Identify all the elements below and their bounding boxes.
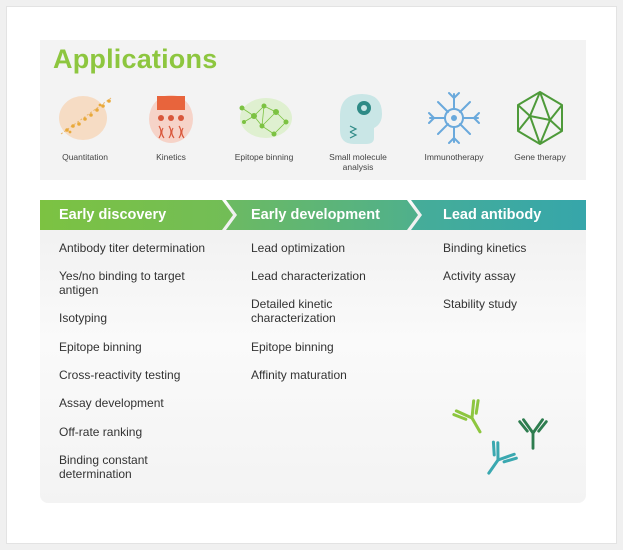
early-discovery-item: Epitope binning <box>59 340 142 354</box>
early-development-item: Epitope binning <box>251 340 334 354</box>
early-development-item: Lead optimization <box>251 241 346 255</box>
app-label-quantitation: Quantitation <box>62 152 108 162</box>
gene-therapy-icon <box>517 91 563 145</box>
app-epitope-binning: Epitope binning <box>219 86 309 162</box>
stage-label-early-discovery: Early discovery <box>59 207 167 223</box>
app-quantitation: Quantitation <box>40 86 130 162</box>
epitope-binning-icon <box>239 98 292 138</box>
stage-chevron-early-development <box>226 200 418 230</box>
stage-chevron-bar <box>40 200 586 230</box>
quantitation-icon <box>59 96 112 140</box>
early-development-item: Lead characterization <box>251 269 366 283</box>
early-development-item: Detailed kinetic characterization <box>251 297 336 325</box>
small-molecule-icon <box>340 94 382 144</box>
app-kinetics: Kinetics <box>126 86 216 162</box>
early-discovery-item: Binding constant determination <box>59 453 148 481</box>
early-discovery-item: Isotyping <box>59 311 108 325</box>
lead-antibody-item: Stability study <box>443 297 518 311</box>
antibody-teal-icon <box>487 440 518 475</box>
app-label-immunotherapy: Immunotherapy <box>424 152 484 162</box>
antibody-dark-green-icon <box>518 418 548 450</box>
immunotherapy-icon <box>428 92 480 144</box>
app-gene-therapy: Gene therapy <box>495 86 585 162</box>
kinetics-icon <box>149 95 193 143</box>
early-discovery-item: Cross-reactivity testing <box>59 368 181 382</box>
app-small-molecule: Small molecule analysis <box>313 86 403 172</box>
early-development-item: Affinity maturation <box>251 368 347 382</box>
app-label-epitope-binning: Epitope binning <box>234 152 294 162</box>
lead-antibody-item: Binding kinetics <box>443 241 527 255</box>
early-discovery-item: Off-rate ranking <box>59 425 143 439</box>
early-discovery-item: Assay development <box>59 396 164 410</box>
antibody-lime-icon <box>452 399 482 434</box>
early-discovery-item: Yes/no binding to target antigen <box>59 269 185 297</box>
app-immunotherapy: Immunotherapy <box>409 86 499 162</box>
stage-label-lead-antibody: Lead antibody <box>443 207 542 223</box>
stage-chevron-early-discovery <box>40 200 233 230</box>
page-title: Applications <box>53 44 218 74</box>
stage-chevron-lead-antibody <box>411 200 586 230</box>
app-label-kinetics: Kinetics <box>156 152 186 162</box>
app-label-small-molecule: Small molecule analysis <box>329 152 387 172</box>
app-label-gene-therapy: Gene therapy <box>514 152 566 162</box>
stage-label-early-development: Early development <box>251 207 380 223</box>
early-discovery-item: Antibody titer determination <box>59 241 206 255</box>
lead-antibody-item: Activity assay <box>443 269 516 283</box>
applications-panel <box>40 40 586 503</box>
